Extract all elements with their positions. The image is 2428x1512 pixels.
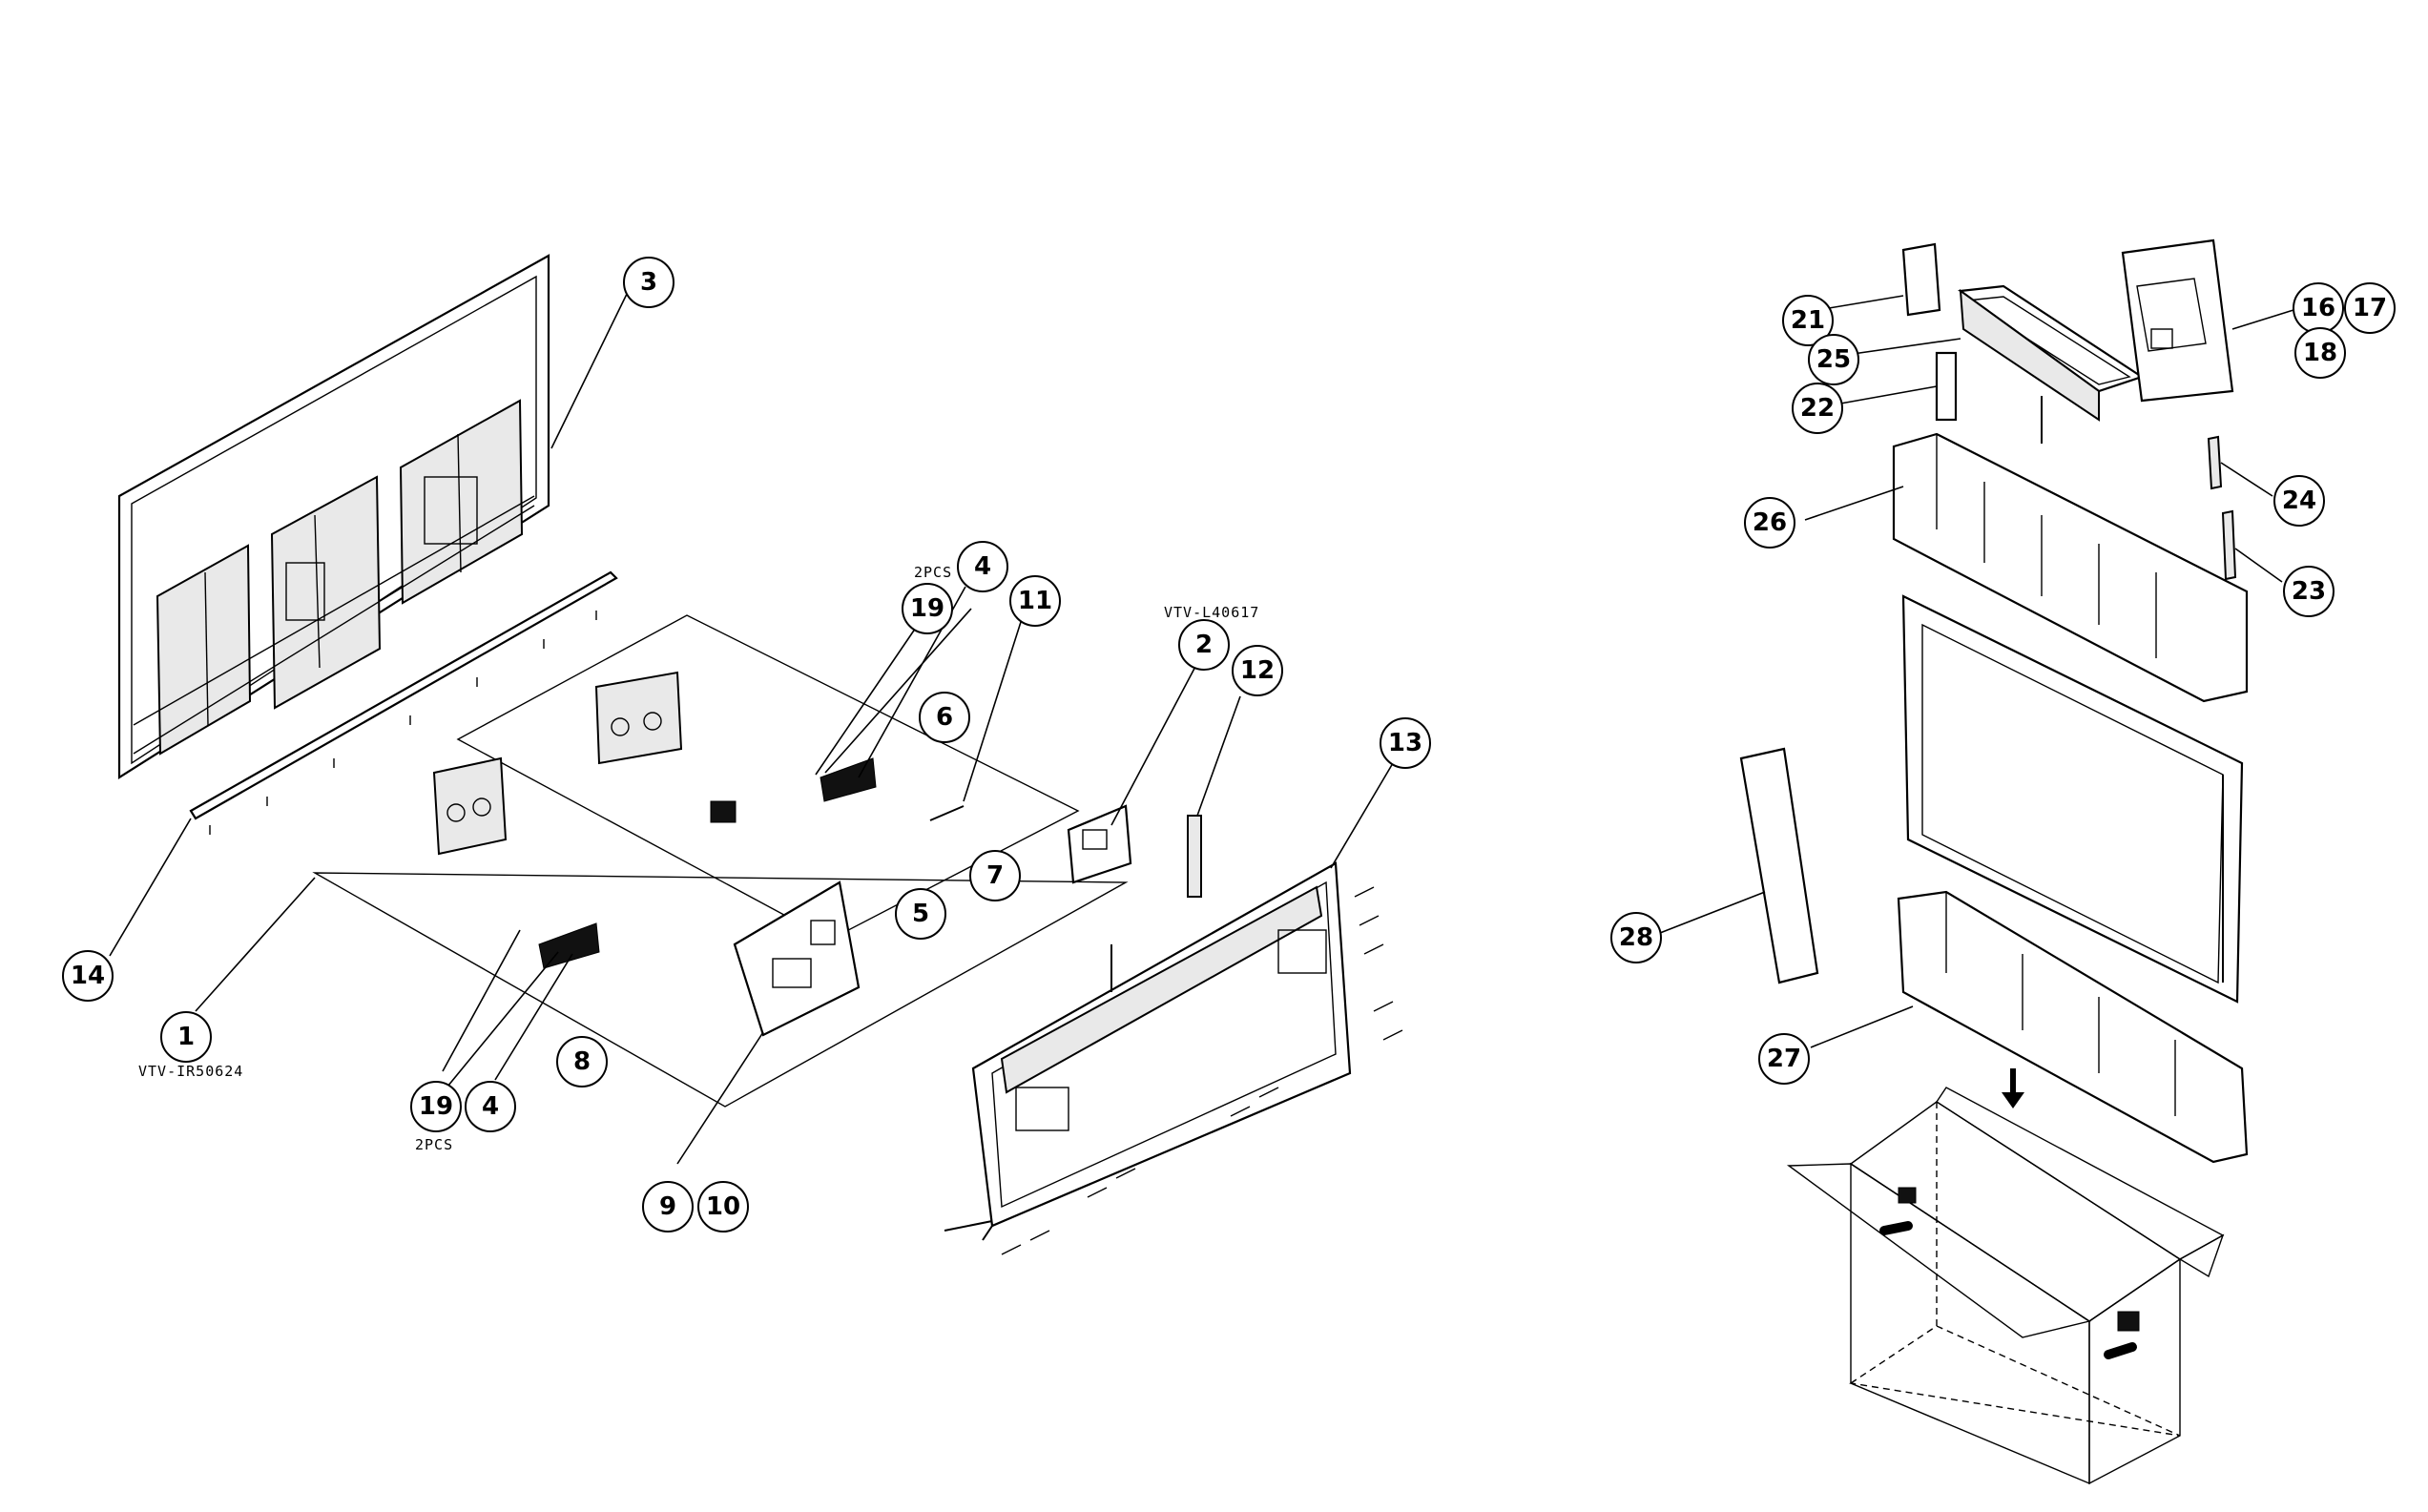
callout-9: 9 [642,1181,694,1232]
callout-22: 22 [1792,383,1843,434]
remote-part [1935,351,1958,422]
svg-text:18: 18 [2303,339,2337,367]
cable-part [929,805,965,821]
svg-text:19: 19 [910,594,944,623]
bracket-part [1187,815,1202,898]
callout-21: 21 [1782,295,1834,346]
main-board-part [733,880,861,1037]
svg-text:6: 6 [936,703,953,732]
callout-2: 2 [1178,619,1230,671]
carton-box-part [1786,1087,2225,1485]
svg-text:9: 9 [659,1192,676,1221]
svg-text:16: 16 [2301,294,2335,322]
ir-board-part-lower [538,922,600,969]
connector-part [710,800,737,823]
callout-12: 12 [1232,645,1283,696]
svg-text:1: 1 [177,1023,195,1051]
svg-text:28: 28 [1619,923,1653,952]
ir-board-part-upper [820,757,877,802]
svg-text:10: 10 [706,1192,740,1221]
model-label-board-2: VTV-L40617 [1164,604,1259,621]
svg-text:11: 11 [1018,587,1052,615]
svg-text:3: 3 [640,268,657,297]
svg-text:22: 22 [1800,394,1835,423]
bottom-foam-part [1897,890,2249,1164]
callout-28: 28 [1610,912,1662,963]
svg-text:26: 26 [1753,508,1787,537]
callout-24: 24 [2273,475,2325,527]
callout-17: 17 [2344,282,2396,334]
callout-14: 14 [62,950,114,1002]
callout-4-bottom: 4 [465,1081,516,1132]
down-arrow-icon [2002,1068,2024,1108]
manual-part [2121,238,2234,403]
qty-note-bottom: 2PCS [415,1136,453,1153]
callout-27: 27 [1758,1033,1810,1085]
assembly-outline-lower [312,872,1129,1108]
callout-19-bottom: 19 [410,1081,462,1132]
callout-16: 16 [2293,282,2344,334]
speaker-part-left [432,756,508,856]
top-foam-part [1892,432,2249,703]
lcd-panel-part [117,254,550,779]
svg-text:4: 4 [974,552,991,581]
small-part-23 [2221,509,2237,581]
callout-5: 5 [895,888,946,940]
svg-text:14: 14 [71,962,105,990]
small-part-24 [2207,435,2223,490]
svg-text:7: 7 [986,861,1004,890]
callout-18: 18 [2294,327,2346,379]
svg-text:5: 5 [912,900,929,928]
assembly-outline-upper [456,614,1080,941]
callout-6: 6 [919,692,970,743]
callout-10: 10 [697,1181,749,1232]
callout-11: 11 [1009,575,1061,627]
svg-text:8: 8 [573,1047,591,1076]
callout-19-top: 19 [902,583,953,634]
svg-text:19: 19 [419,1092,453,1121]
leader-lines [109,287,2294,1165]
side-foam-part [1739,747,1819,984]
svg-text:2: 2 [1195,631,1213,659]
svg-text:24: 24 [2282,487,2316,515]
svg-text:12: 12 [1240,656,1275,685]
speaker-part-right [594,671,683,765]
callout-13: 13 [1380,717,1431,769]
model-label-board-1: VTV-IR50624 [138,1063,243,1080]
screws [1001,886,1403,1255]
svg-text:17: 17 [2353,294,2387,322]
svg-text:27: 27 [1767,1045,1801,1073]
svg-text:4: 4 [482,1092,499,1121]
stand-base-part [1958,284,2145,444]
callout-1: 1 [160,1011,212,1063]
callout-25: 25 [1808,334,1859,385]
svg-text:21: 21 [1791,306,1825,335]
callout-4-top: 4 [957,541,1008,592]
callout-7: 7 [969,850,1021,901]
qty-note-top: 2PCS [914,564,952,581]
small-board-part [1067,804,1132,884]
tv-front-part [1901,594,2244,1004]
accessory-pouch-part [1901,242,1941,317]
svg-text:25: 25 [1816,345,1851,374]
callout-8: 8 [556,1036,608,1087]
svg-text:13: 13 [1388,729,1422,757]
bezel-strip-part [189,570,618,835]
back-cover-part [944,861,1352,1241]
callout-3: 3 [623,257,674,308]
callout-23: 23 [2283,566,2335,617]
callout-26: 26 [1744,497,1795,549]
svg-text:23: 23 [2292,577,2326,606]
